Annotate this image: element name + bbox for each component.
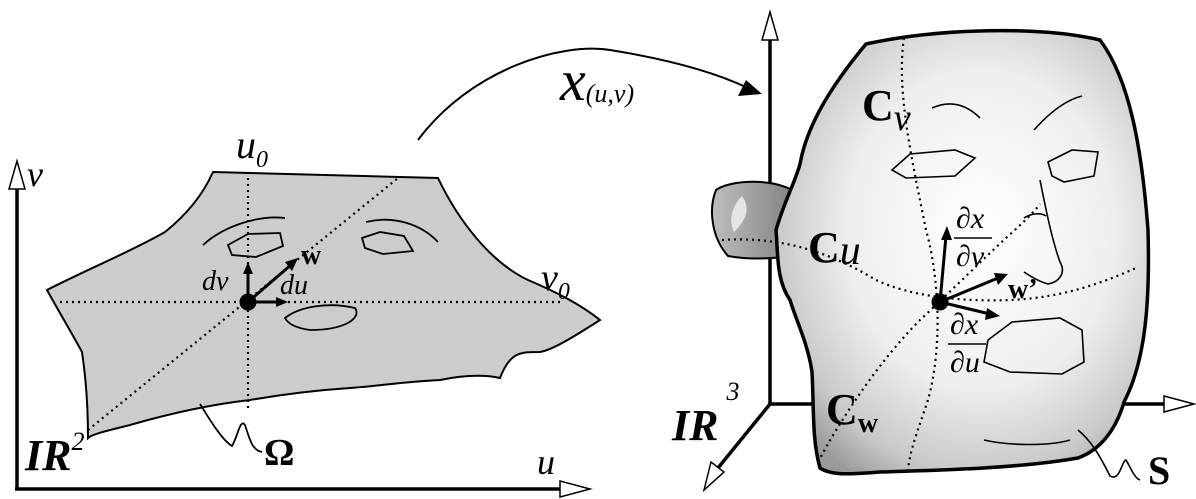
ear-highlight <box>731 196 747 232</box>
y-axis-arrowhead-icon <box>702 460 726 493</box>
wprime-vector <box>939 276 999 304</box>
mouth <box>283 304 358 331</box>
dx-du-vector <box>939 300 991 316</box>
omega-label: Ω <box>264 432 294 474</box>
v-axis-arrowhead-icon <box>8 158 26 190</box>
domain-point <box>239 293 257 311</box>
curve-cv <box>900 37 939 471</box>
w-label: w <box>301 240 322 271</box>
surface-curves <box>721 37 1137 471</box>
s-pointer <box>1077 429 1141 481</box>
left-brow <box>202 216 286 246</box>
dx-du-arrowhead-icon <box>985 308 1000 320</box>
dx-du-numerator: ∂x <box>950 308 979 341</box>
axis-u-label: u <box>537 442 555 482</box>
dx-dv-denominator: ∂v <box>956 240 985 273</box>
surface-mouth <box>983 317 1085 375</box>
dv-arrowhead-icon <box>243 262 253 274</box>
dv-label: dv <box>202 266 229 297</box>
left-eye <box>226 232 285 258</box>
right-panel: Cv Cu Cw ∂x ∂v ∂x ∂u w’ IR3 S <box>671 9 1196 493</box>
surface-left-brow <box>931 103 981 119</box>
axis-v-label: v <box>27 154 43 194</box>
cw-label: Cw <box>826 385 879 439</box>
u-axis-arrowhead-icon <box>559 480 593 498</box>
surface-cheek-line <box>1023 213 1047 219</box>
surface-chin-line <box>983 439 1071 446</box>
surface-point <box>931 293 949 311</box>
wprime-arrowhead-icon <box>994 273 1008 285</box>
surface-face-features <box>890 95 1141 481</box>
dx-du-fraction: ∂x ∂u <box>948 308 986 379</box>
dx-dv-fraction: ∂x ∂v <box>954 202 992 273</box>
cv-label: Cv <box>862 81 911 139</box>
s-label: S <box>1148 448 1170 493</box>
surface-nose <box>1023 179 1064 285</box>
flattened-face-features <box>199 216 439 453</box>
mapping-label: x(u,v) <box>559 48 634 113</box>
mapping: x(u,v) <box>417 47 762 141</box>
right-brow <box>365 218 439 243</box>
du-label: du <box>280 270 308 301</box>
w-arrowhead-icon <box>285 258 298 271</box>
surface-left-eye <box>890 149 977 179</box>
r2-label: IR2 <box>24 427 84 480</box>
cu-label: Cu <box>808 223 861 274</box>
mapping-curve <box>417 47 749 141</box>
v0-label: v0 <box>541 257 570 305</box>
curve-cw <box>817 203 1041 463</box>
r3-label: IR3 <box>671 377 739 450</box>
z-axis-arrowhead-icon <box>761 9 779 41</box>
domain-tangent-vectors <box>239 258 298 311</box>
head-surface <box>774 28 1151 476</box>
dx-du-denominator: ∂u <box>950 346 980 379</box>
curve-cu <box>721 238 1137 302</box>
wprime-label: w’ <box>1008 274 1038 305</box>
omega-pointer <box>199 403 263 453</box>
right-eye <box>360 231 415 255</box>
r2-axes <box>8 158 593 498</box>
y-axis <box>716 402 772 470</box>
surface-tangent-vectors <box>931 226 1008 320</box>
surface-right-eye <box>1047 149 1099 183</box>
u0-label: u0 <box>236 122 268 173</box>
surface-right-brow <box>1033 95 1083 131</box>
x-axis-arrowhead-icon <box>1163 395 1196 413</box>
mapping-arrowhead-icon <box>738 80 762 96</box>
dx-dv-numerator: ∂x <box>956 202 985 235</box>
du-arrowhead-icon <box>276 297 288 307</box>
w-vector <box>247 262 293 304</box>
dx-dv-arrowhead-icon <box>941 226 952 240</box>
dx-dv-vector <box>938 235 948 303</box>
left-panel: v u u0 v0 dv du w IR2 Ω <box>8 122 602 498</box>
